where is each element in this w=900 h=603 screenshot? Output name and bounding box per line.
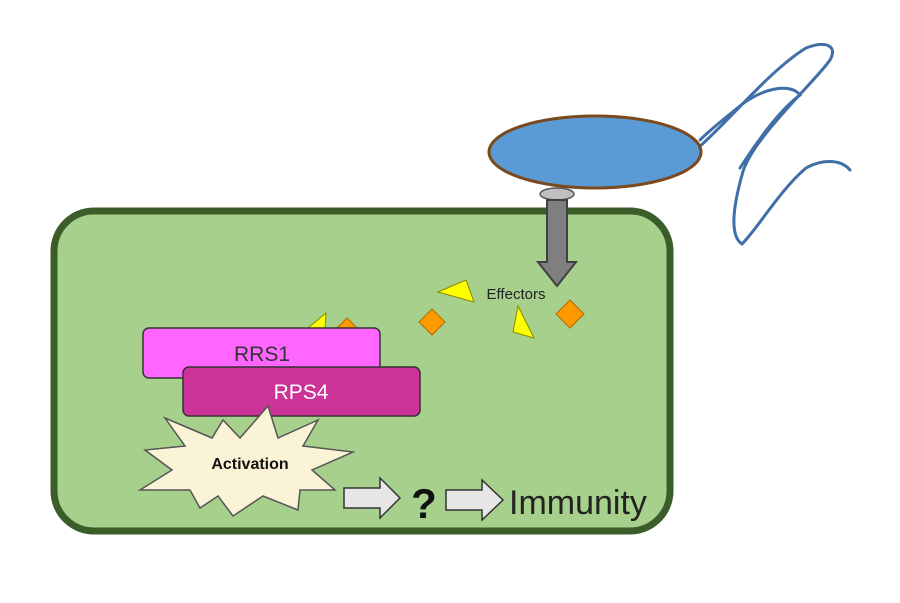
flagellum xyxy=(696,43,852,246)
unknown-step: ? xyxy=(411,480,437,527)
secretion-system xyxy=(535,187,579,288)
activation-burst xyxy=(137,404,356,518)
arrow-to-unknown xyxy=(343,476,402,520)
effector-triangle xyxy=(436,279,475,303)
effector-triangle xyxy=(512,304,535,339)
rps4-bar xyxy=(182,366,421,417)
rps4-label: RPS4 xyxy=(274,381,329,404)
effectors-label: Effectors xyxy=(487,286,546,303)
activation-label: Activation xyxy=(211,456,288,473)
effector-diamond xyxy=(418,308,446,336)
arrow-to-immunity xyxy=(445,478,505,522)
rrs1-label: RRS1 xyxy=(234,343,290,366)
bacterium xyxy=(487,114,703,190)
effector-diamond xyxy=(555,299,585,329)
immunity-label: Immunity xyxy=(509,484,647,522)
